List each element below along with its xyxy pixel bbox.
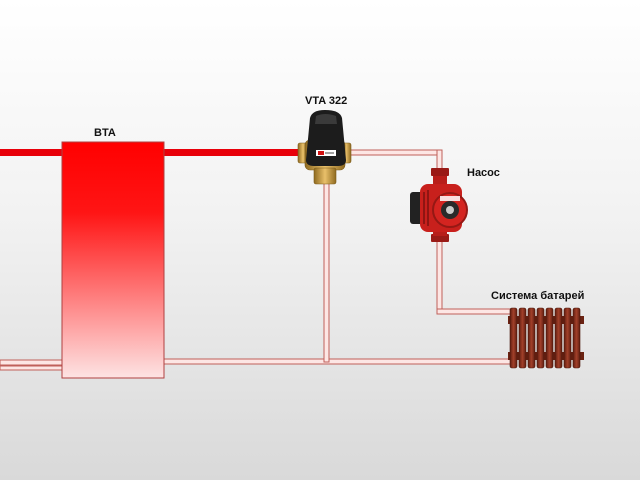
radiator-icon xyxy=(508,307,584,369)
buffer-tank xyxy=(61,141,165,379)
pump-label: Насос xyxy=(467,167,500,179)
pump-outlet-pipe-vertical xyxy=(436,239,443,315)
radiator-section xyxy=(545,307,554,369)
radiator-section xyxy=(554,307,563,369)
radiator-section xyxy=(536,307,545,369)
radiator-section xyxy=(509,307,518,369)
valve-to-pump-pipe xyxy=(344,149,442,156)
tank-label: BTA xyxy=(94,127,116,139)
mixing-valve-icon xyxy=(297,110,352,185)
radiator-section xyxy=(518,307,527,369)
left-hot-pipe xyxy=(0,149,62,156)
radiator-section xyxy=(527,307,536,369)
radiators-label: Система батарей xyxy=(491,290,585,302)
tank-left-return-pipe-lower xyxy=(0,365,63,371)
valve-bypass-pipe xyxy=(323,179,330,363)
tank-left-return-pipe-upper xyxy=(0,359,63,366)
hot-pipes xyxy=(0,149,304,156)
circulation-pump-icon xyxy=(410,168,468,242)
pump-to-radiator-pipe xyxy=(436,308,513,315)
radiator-section xyxy=(572,307,581,369)
valve-label: VTA 322 xyxy=(305,95,348,107)
radiator-section xyxy=(563,307,572,369)
tank-to-valve-hot-pipe xyxy=(164,149,304,156)
bottom-return-pipe xyxy=(163,358,515,365)
